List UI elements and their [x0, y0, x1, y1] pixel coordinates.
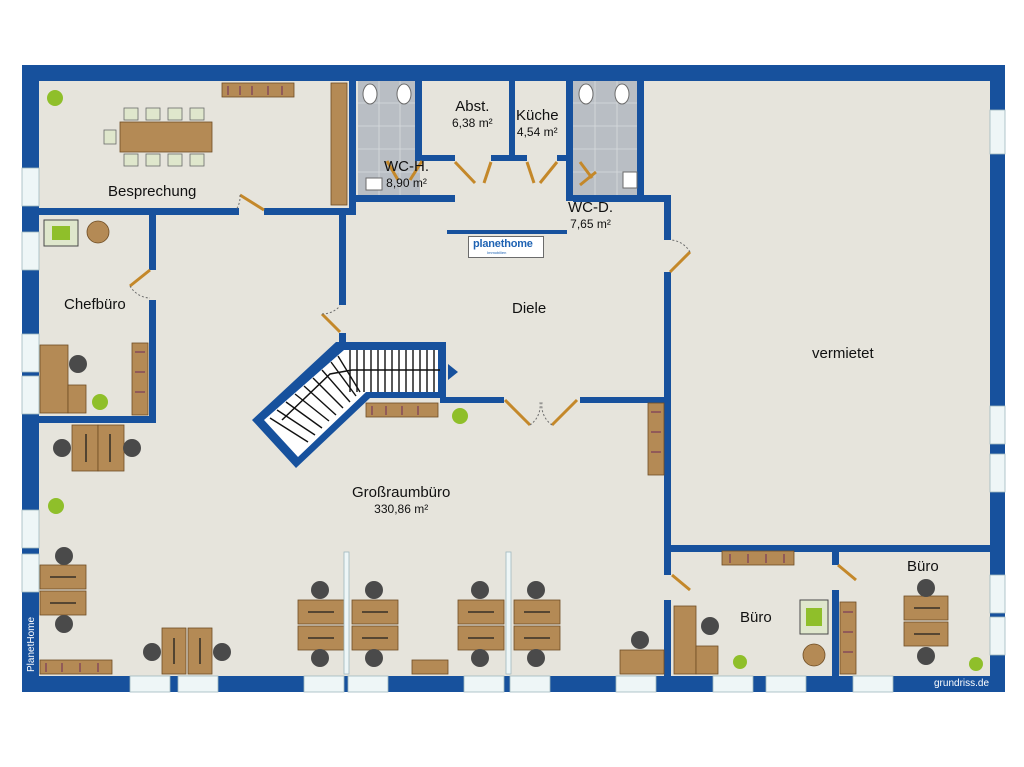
- logo-text: planethome: [473, 238, 533, 250]
- room-name: WC-H.: [384, 158, 429, 175]
- room-label-vermietet: vermietet: [812, 345, 874, 363]
- room-name: Besprechung: [108, 183, 197, 200]
- door-swings: [129, 194, 691, 426]
- shelf-books: [45, 86, 853, 672]
- glass-partitions: [343, 551, 512, 675]
- plants: [47, 90, 983, 671]
- room-label-wc-h: WC-H. 8,90 m²: [384, 158, 429, 190]
- room-label-diele: Diele: [512, 300, 546, 318]
- room-label-chefbuero: Chefbüro: [64, 296, 126, 314]
- conference-table: [103, 107, 213, 167]
- room-name: Büro: [907, 558, 939, 575]
- room-name: Küche: [516, 107, 559, 124]
- room-name: Diele: [512, 300, 547, 317]
- credit-right: grundriss.de: [934, 678, 990, 689]
- room-area: 8,90 m²: [386, 176, 427, 190]
- windows: [21, 109, 1006, 693]
- room-label-abst: Abst. 6,38 m²: [452, 98, 493, 130]
- room-label-buero-1: Büro: [740, 609, 772, 627]
- room-name: vermietet: [812, 345, 874, 362]
- room-label-grossraumbuero: Großraumbüro 330,86 m²: [352, 484, 450, 516]
- room-name: Büro: [740, 609, 772, 626]
- interior-walls: [39, 81, 990, 676]
- room-label-kueche: Küche 4,54 m²: [516, 107, 559, 139]
- room-label-wc-d: WC-D. 7,65 m²: [568, 199, 613, 231]
- floor-area: [39, 81, 990, 676]
- room-label-besprechung: Besprechung: [108, 183, 196, 201]
- room-name: WC-D.: [568, 199, 613, 216]
- room-area: 4,54 m²: [516, 125, 558, 139]
- room-name: Großraumbüro: [352, 484, 451, 501]
- planethome-logo: planethome Immobilien: [468, 236, 544, 258]
- doors: [129, 160, 857, 592]
- lounge-furniture: [43, 219, 829, 667]
- credit-left: PlanetHome: [26, 616, 37, 672]
- room-area: 330,86 m²: [374, 502, 429, 516]
- office-chairs: [53, 355, 935, 667]
- logo-subtext: Immobilien: [487, 250, 507, 255]
- room-area: 6,38 m²: [452, 116, 493, 130]
- staircase: [252, 342, 458, 468]
- toilets: [362, 83, 638, 191]
- room-label-buero-2: Büro: [907, 558, 939, 576]
- room-name: Abst.: [455, 98, 490, 115]
- room-name: Chefbüro: [64, 296, 126, 313]
- room-area: 7,65 m²: [570, 217, 611, 231]
- desk-equipment: [50, 434, 940, 664]
